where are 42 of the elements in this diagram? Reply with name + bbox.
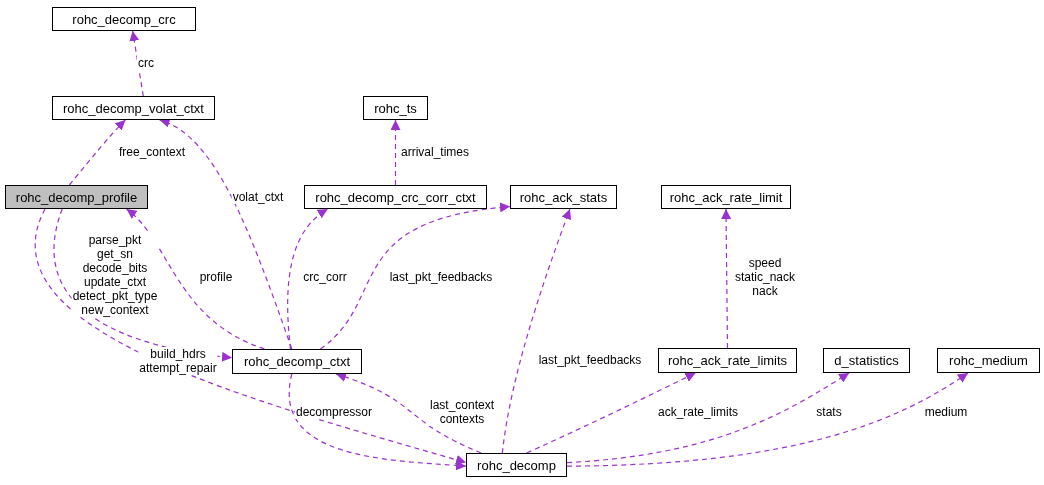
dashed-arrow (566, 372, 850, 464)
edge-label: stats (815, 405, 843, 419)
dashed-arrow (390, 119, 401, 186)
edge-label: build_hdrs attempt_repair (138, 347, 218, 375)
dashed-arrow (125, 208, 266, 350)
dashed-arrow (287, 208, 329, 350)
edge-label: volat_ctxt (231, 190, 285, 204)
class-box: rohc_ts (363, 96, 428, 120)
dashed-arrow (68, 119, 126, 186)
edge-label: speed static_nack nack (734, 256, 796, 298)
dashed-arrow (501, 208, 572, 454)
edge-label: crc (137, 56, 155, 70)
class-box: rohc_ack_rate_limit (661, 185, 791, 209)
edge-label: last_pkt_feedbacks (388, 270, 494, 284)
dashed-arrow (526, 372, 697, 454)
dashed-arrow (335, 372, 482, 454)
class-box: rohc_decomp_ctxt (232, 349, 362, 374)
class-box: rohc_decomp_volat_ctxt (52, 96, 215, 120)
dashed-arrow (129, 30, 144, 97)
class-box: rohc_decomp_crc (52, 7, 196, 31)
edge-label: arrival_times (400, 145, 470, 159)
edge-label: profile (198, 270, 234, 284)
edge-label: last_context contexts (429, 398, 495, 426)
dashed-arrow (34, 208, 467, 465)
edge-label: ack_rate_limits (657, 405, 739, 419)
class-box: d_statistics (823, 348, 910, 373)
edge-label: last_pkt_feedbacks (537, 353, 643, 367)
dashed-arrow (288, 373, 467, 471)
edge-label: decompressor (295, 405, 373, 419)
dashed-arrow (566, 372, 969, 467)
class-box: rohc_decomp (466, 453, 567, 477)
dashed-arrow (721, 208, 732, 349)
highlighted-class-box: rohc_decomp_profile (5, 185, 148, 209)
dashed-arrow (319, 202, 511, 350)
class-box: rohc_ack_stats (510, 185, 617, 209)
class-box: rohc_medium (937, 348, 1040, 373)
edge-label: free_context (118, 145, 186, 159)
class-box: rohc_decomp_crc_corr_ctxt (304, 185, 487, 209)
edge-label: medium (923, 405, 969, 419)
class-box: rohc_ack_rate_limits (658, 348, 797, 373)
dashed-arrow (159, 119, 293, 350)
edge-label: parse_pkt get_sn decode_bits update_ctxt detect_pkt_type new_context (71, 233, 159, 317)
